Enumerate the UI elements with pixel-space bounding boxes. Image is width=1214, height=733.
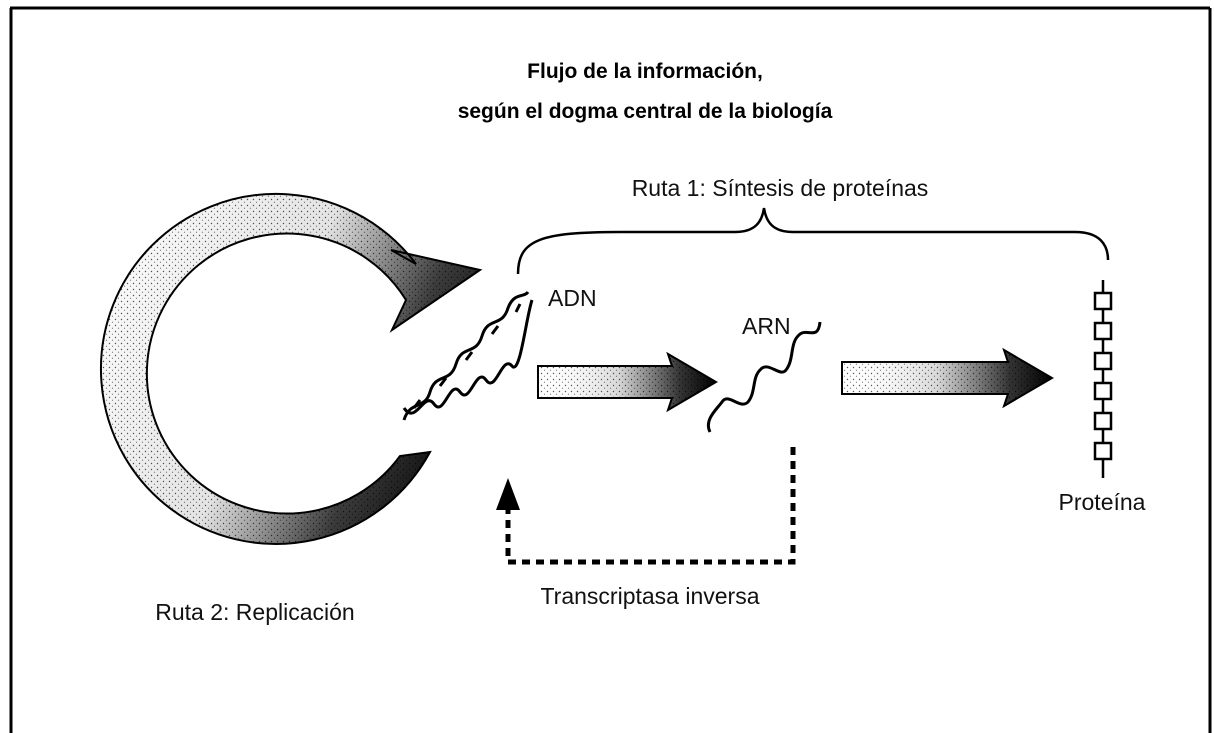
replication-arrow [99, 192, 483, 545]
route1-brace [516, 207, 1110, 275]
dna-helix-icon [402, 290, 534, 421]
dna-label: ADN [548, 285, 597, 311]
rna-strand-icon [707, 321, 822, 433]
title-line-1: Flujo de la información, [527, 60, 763, 83]
protein-label: Proteína [1059, 489, 1146, 515]
title-line-2: según el dogma central de la biología [458, 100, 833, 123]
reverse-transcriptase-label: Transcriptasa inversa [540, 583, 759, 609]
transcription-arrow [537, 351, 718, 413]
rna-label: ARN [742, 313, 791, 339]
reverse-transcriptase-arrow [496, 447, 796, 565]
protein-chain-icon [1093, 280, 1113, 478]
border [9, 6, 1212, 733]
route2-label: Ruta 2: Replicación [155, 599, 354, 625]
translation-arrow [841, 347, 1054, 409]
route1-label: Ruta 1: Síntesis de proteínas [632, 175, 929, 201]
